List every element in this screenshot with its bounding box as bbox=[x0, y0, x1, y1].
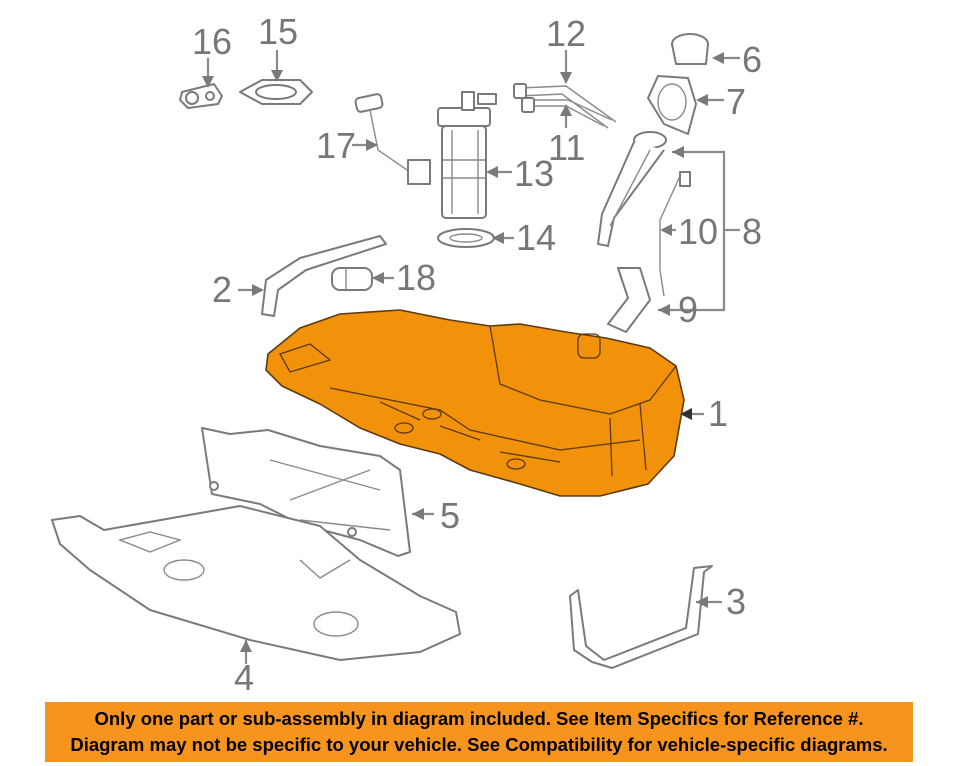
part-strap-left bbox=[238, 235, 387, 317]
disclaimer-banner: Only one part or sub-assembly in diagram… bbox=[45, 702, 913, 762]
callout-10: 10 bbox=[678, 211, 718, 252]
disclaimer-line-1: Only one part or sub-assembly in diagram… bbox=[94, 708, 864, 729]
part-filter bbox=[331, 267, 394, 291]
callout-8: 8 bbox=[742, 211, 762, 252]
callout-5: 5 bbox=[440, 495, 460, 536]
callout-6: 6 bbox=[742, 39, 762, 80]
fuel-tank-highlight bbox=[265, 309, 704, 497]
part-filler-housing bbox=[647, 75, 724, 135]
part-hose bbox=[607, 267, 651, 333]
callout-15: 15 bbox=[258, 11, 298, 52]
disclaimer-line-2: Diagram may not be specific to your vehi… bbox=[70, 734, 888, 755]
callout-14: 14 bbox=[516, 217, 556, 258]
callout-7: 7 bbox=[726, 81, 746, 122]
part-fuel-pump bbox=[437, 91, 512, 219]
callout-2: 2 bbox=[212, 269, 232, 310]
part-filler-pipe bbox=[597, 131, 691, 297]
part-sending-unit bbox=[352, 93, 431, 185]
callout-1: 1 bbox=[708, 393, 728, 434]
callout-12: 12 bbox=[546, 13, 586, 54]
callout-bracket bbox=[658, 146, 740, 316]
part-strap-right bbox=[569, 565, 722, 669]
part-fuel-cap bbox=[671, 33, 740, 65]
callout-11: 11 bbox=[548, 127, 585, 168]
callout-16: 16 bbox=[192, 21, 232, 62]
callout-13: 13 bbox=[514, 153, 554, 194]
part-lines bbox=[513, 50, 617, 129]
callout-18: 18 bbox=[396, 257, 436, 298]
callout-3: 3 bbox=[726, 581, 746, 622]
part-heat-shield bbox=[201, 427, 434, 557]
parts-diagram: 1 2 3 4 5 6 7 8 9 10 11 12 13 14 15 16 1… bbox=[51, 11, 762, 698]
callout-17: 17 bbox=[316, 125, 356, 166]
callout-4: 4 bbox=[234, 657, 254, 698]
part-skid-plate bbox=[51, 505, 461, 664]
part-lock-ring bbox=[239, 50, 313, 105]
part-connector bbox=[179, 58, 223, 109]
callout-9: 9 bbox=[678, 289, 698, 330]
part-seal bbox=[437, 228, 514, 248]
